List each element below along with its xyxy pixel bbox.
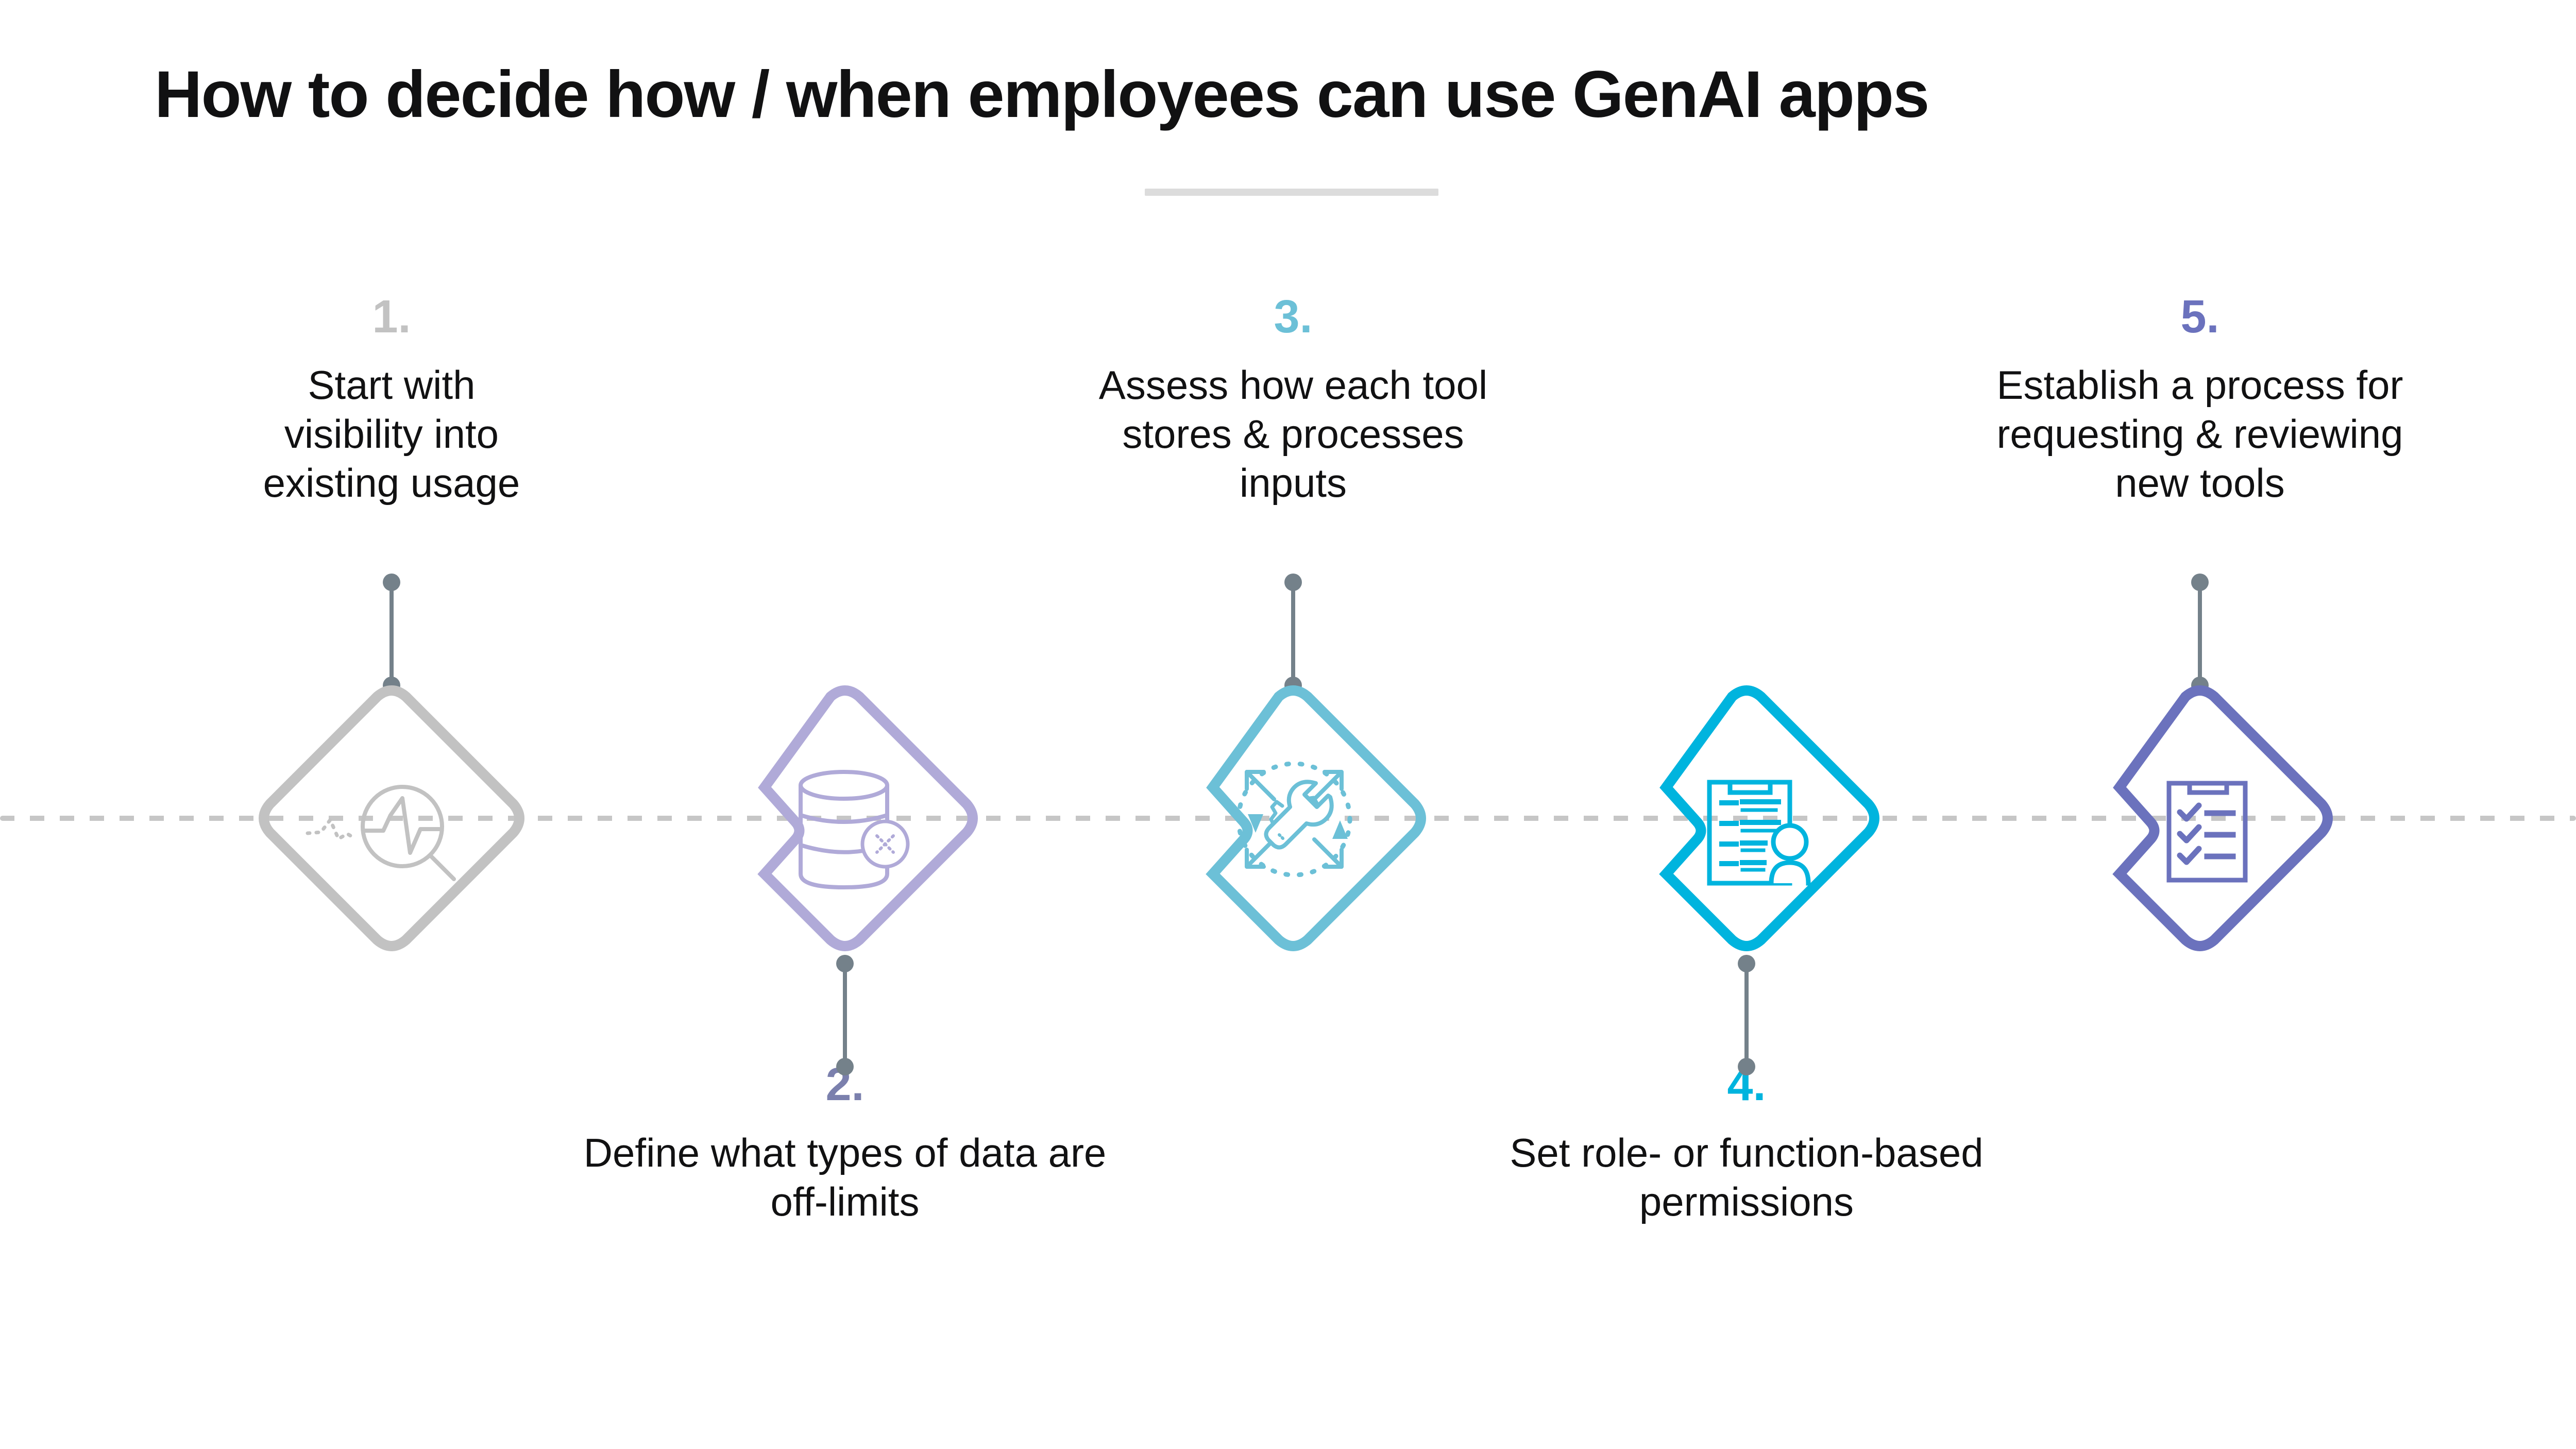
- step-2-caption: Define what types of data are off-limits: [583, 1130, 1107, 1225]
- step-4-diamond[interactable]: [1613, 684, 1880, 952]
- step-3-caption: Assess how each tool stores & processes …: [1098, 362, 1488, 506]
- step-2-diamond[interactable]: [711, 684, 979, 952]
- step-5-caption: Establish a process for requesting & rev…: [1996, 362, 2403, 506]
- step-3-connector: [1284, 574, 1302, 694]
- diamond-outline-notched: [1206, 685, 1426, 951]
- step-4-caption: Set role- or function-based permissions: [1510, 1130, 1984, 1225]
- step-2-connector: [836, 955, 854, 1075]
- clipboard-person-icon: [1707, 780, 1811, 886]
- checklist-clipboard-icon: [2166, 781, 2248, 883]
- step-5-diamond[interactable]: [2066, 684, 2334, 952]
- magnifier-pulse-icon: [306, 785, 456, 881]
- step-5-connector: [2191, 574, 2209, 694]
- step-1-connector: [383, 574, 400, 694]
- step-2: 2. Define what types of data are off-lim…: [562, 0, 1128, 1449]
- step-4: 4. Set role- or function-based permissio…: [1463, 0, 2030, 1449]
- diamond-outline-notched: [1659, 685, 1879, 951]
- step-1-caption: Start with visibility into existing usag…: [263, 362, 520, 506]
- step-1-diamond[interactable]: [258, 684, 526, 952]
- step-3-diamond[interactable]: [1159, 684, 1427, 952]
- step-5-number: 5.: [2180, 291, 2219, 343]
- step-1-number: 1.: [372, 291, 411, 343]
- diamond-outline-notched: [2112, 685, 2333, 951]
- diamond-outline: [259, 685, 524, 951]
- database-blocked-icon: [799, 770, 910, 889]
- step-1: 1. Start with visibility into existing u…: [108, 0, 675, 1449]
- step-3: 3. Assess how each tool stores & process…: [1010, 0, 1577, 1449]
- title-divider: [1145, 189, 1438, 196]
- step-5: 5. Establish a process for requesting & …: [1917, 0, 2483, 1449]
- wrench-gear-scale-icon: [1236, 761, 1352, 878]
- step-4-connector: [1738, 955, 1755, 1075]
- page-title: How to decide how / when employees can u…: [155, 58, 1929, 131]
- step-3-number: 3.: [1274, 291, 1313, 343]
